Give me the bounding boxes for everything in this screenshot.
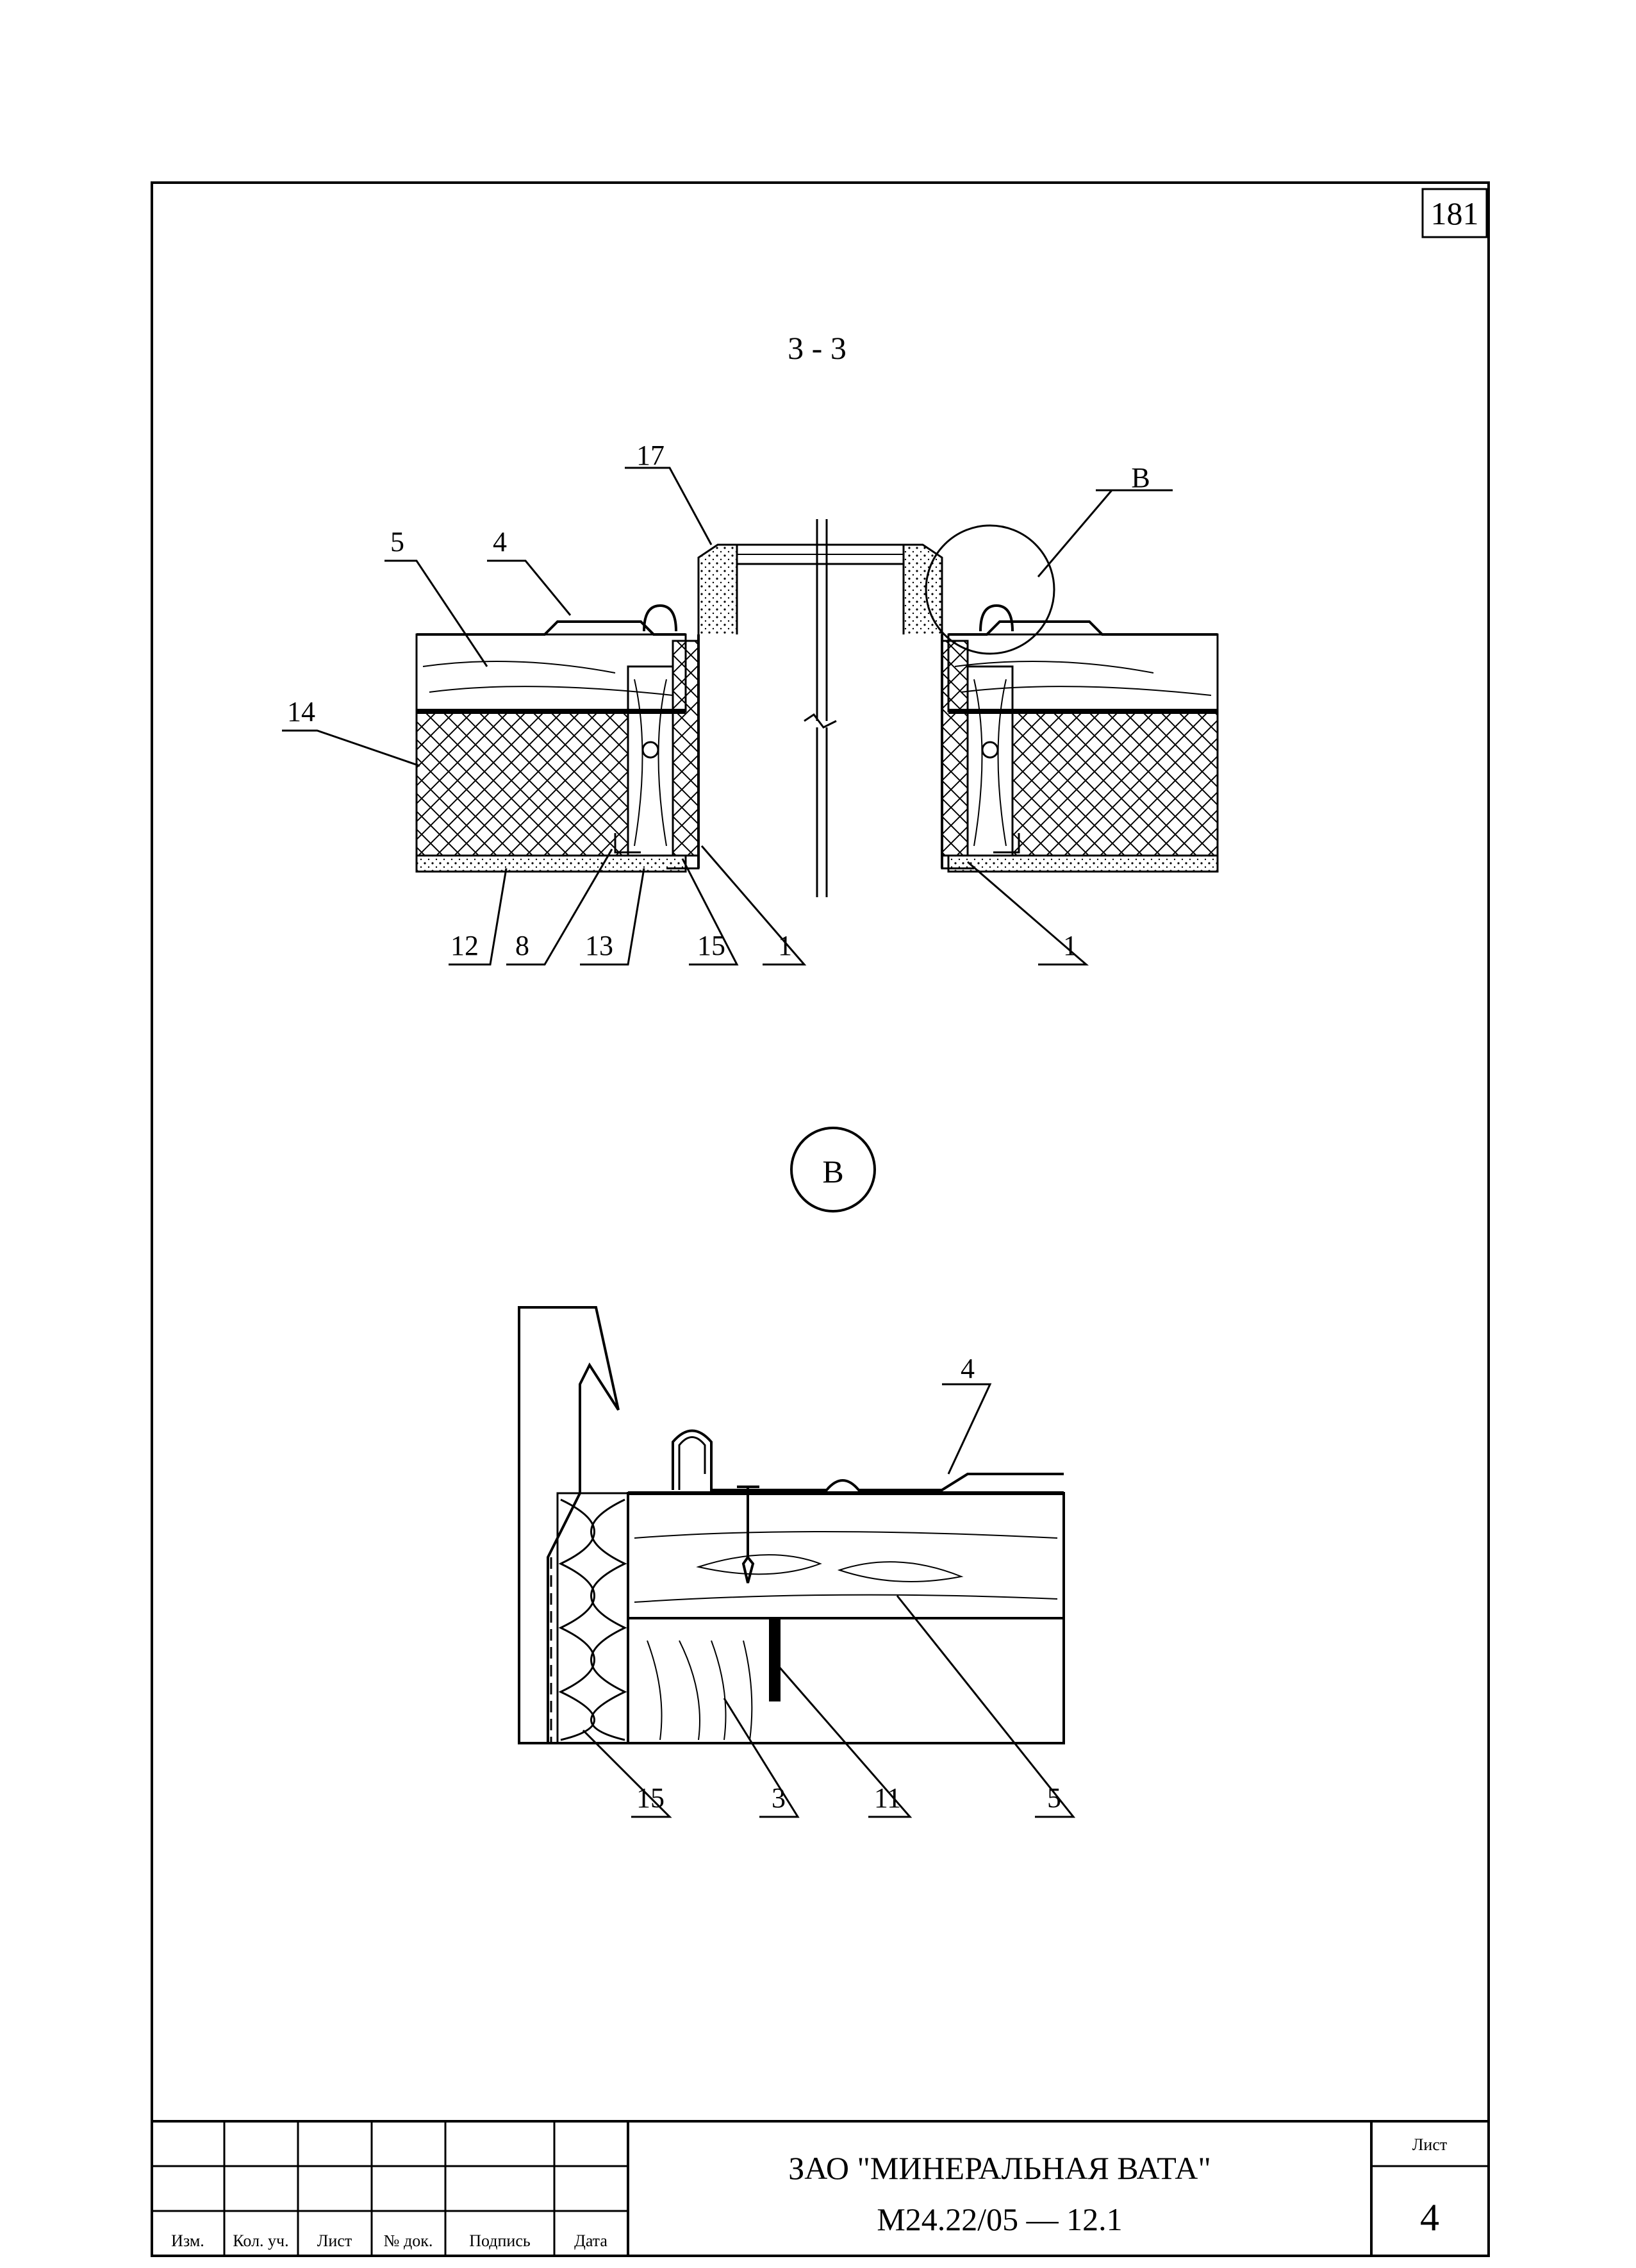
ceiling-finish-left xyxy=(415,854,687,873)
label-12: 12 xyxy=(450,930,479,961)
roof-board-right xyxy=(947,633,1219,713)
label-17: 17 xyxy=(636,440,665,471)
detail-roofing-sheet xyxy=(672,1429,1064,1491)
detail-b-marker-letter: В xyxy=(822,1154,843,1189)
detail-b-callout-circle xyxy=(925,524,1055,655)
label-15: 15 xyxy=(697,930,725,961)
label-1-left: 1 xyxy=(778,930,792,961)
col-kol-uch: Кол. уч. xyxy=(233,2231,288,2250)
detail-b-marker: В xyxy=(790,1127,876,1213)
organization-name: ЗАО "МИНЕРАЛЬНАЯ ВАТА" xyxy=(788,2150,1211,2186)
ceiling-finish-right xyxy=(947,854,1219,873)
col-data: Дата xyxy=(574,2231,607,2250)
detail-label-11: 11 xyxy=(874,1782,901,1814)
wool-strip-left xyxy=(672,640,700,857)
detail-label-15: 15 xyxy=(636,1782,665,1814)
detail-trimmer xyxy=(627,1617,1065,1744)
detail-label-4: 4 xyxy=(961,1353,975,1384)
sheet-label: Лист xyxy=(1412,2135,1447,2154)
col-no-dok: № док. xyxy=(384,2231,433,2250)
detail-label-5: 5 xyxy=(1047,1782,1061,1814)
sheet-number-box: 181 xyxy=(1421,188,1488,238)
wool-strip-right xyxy=(941,640,969,857)
document-code: М24.22/05 — 12.1 xyxy=(877,2201,1122,2237)
section-title: 3 - 3 xyxy=(788,330,847,366)
trimmer-right xyxy=(966,665,1014,857)
sheet-value: 4 xyxy=(1420,2196,1439,2239)
label-b-callout: В xyxy=(1131,462,1150,493)
roof-board-left xyxy=(415,633,687,713)
label-8: 8 xyxy=(515,930,529,961)
title-block: Изм. Кол. уч. Лист № док. Подпись Дата З… xyxy=(152,2120,1489,2256)
frame-profile xyxy=(518,1306,620,1744)
detail-b-drawing: 4 15 3 11 5 xyxy=(518,1306,1076,1818)
label-4: 4 xyxy=(493,526,507,558)
insulation-left xyxy=(415,710,629,857)
insulation-right xyxy=(1011,710,1219,857)
label-5: 5 xyxy=(390,526,404,558)
frame-right xyxy=(902,543,943,634)
col-izm: Изм. xyxy=(171,2231,204,2250)
detail-label-3: 3 xyxy=(772,1782,786,1814)
frame-left xyxy=(697,543,738,634)
col-list: Лист xyxy=(317,2231,352,2250)
label-14: 14 xyxy=(287,696,315,727)
detail-seal-strip xyxy=(769,1618,781,1701)
label-1-right: 1 xyxy=(1063,930,1077,961)
section-3-3-drawing: 17 В 5 4 14 12 8 13 15 1 1 xyxy=(282,440,1219,966)
detail-nail xyxy=(737,1486,759,1584)
detail-wool xyxy=(556,1492,629,1744)
col-podpis: Подпись xyxy=(469,2231,531,2250)
sheet-frame xyxy=(151,181,1490,2257)
sheet-number: 181 xyxy=(1431,195,1479,231)
label-13: 13 xyxy=(585,930,613,961)
